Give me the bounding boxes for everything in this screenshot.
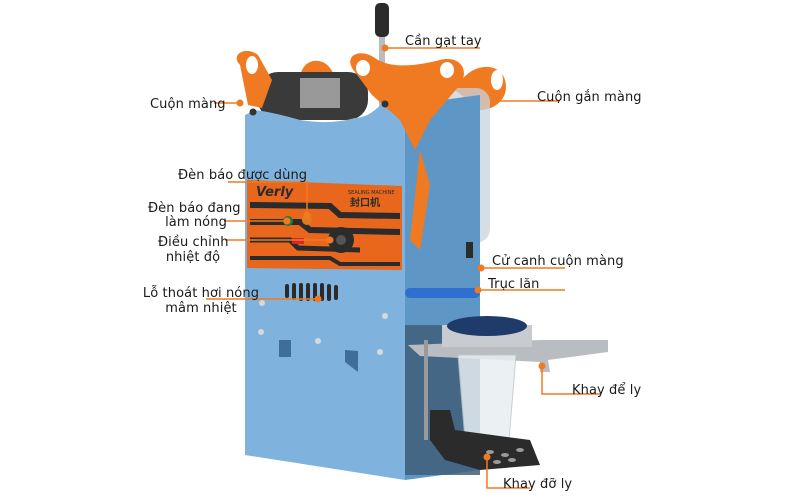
cup [442, 316, 532, 441]
label-film-guide: Cử canh cuộn màng [492, 254, 624, 269]
control-panel: Verly SEALING MACHINE 封口机 [247, 180, 402, 270]
label-temperature-control-line1: Điều chỉnh [158, 235, 229, 250]
label-cup-base-tray: Khay đỡ ly [503, 477, 573, 492]
callout-dots [236, 44, 546, 461]
label-film-roll: Cuộn màng [150, 97, 226, 112]
roller [405, 288, 480, 298]
ready-indicator-light [302, 215, 312, 225]
svg-text:封口机: 封口机 [350, 196, 380, 209]
heat-vent [285, 283, 338, 301]
machine-front-panel [245, 98, 405, 480]
label-ready-light: Đèn báo được dùng [178, 168, 308, 183]
label-hand-lever: Cần gạt tay [405, 34, 482, 49]
label-heating-light-line2: làm nóng [165, 215, 227, 230]
front-roll-holder [236, 50, 464, 250]
callout-lines [206, 47, 600, 489]
svg-text:SEALING MACHINE: SEALING MACHINE [348, 190, 395, 196]
label-film-attach-roll: Cuộn gắn màng [537, 90, 642, 105]
power-switch [292, 238, 304, 244]
label-heat-vent-line1: Lỗ thoát hơi nóng [142, 286, 260, 301]
film-roll-left [258, 72, 368, 120]
label-heat-vent-line2: mâm nhiệt [165, 301, 237, 316]
label-roller: Trục lăn [488, 277, 540, 292]
label-temperature-control-line2: nhiệt độ [165, 250, 221, 265]
cup-base-tray [430, 410, 540, 470]
svg-text:Verly: Verly [256, 185, 294, 200]
label-heating-light-line1: Đèn báo đang [148, 201, 241, 216]
label-cup-shelf: Khay để ly [572, 383, 642, 398]
